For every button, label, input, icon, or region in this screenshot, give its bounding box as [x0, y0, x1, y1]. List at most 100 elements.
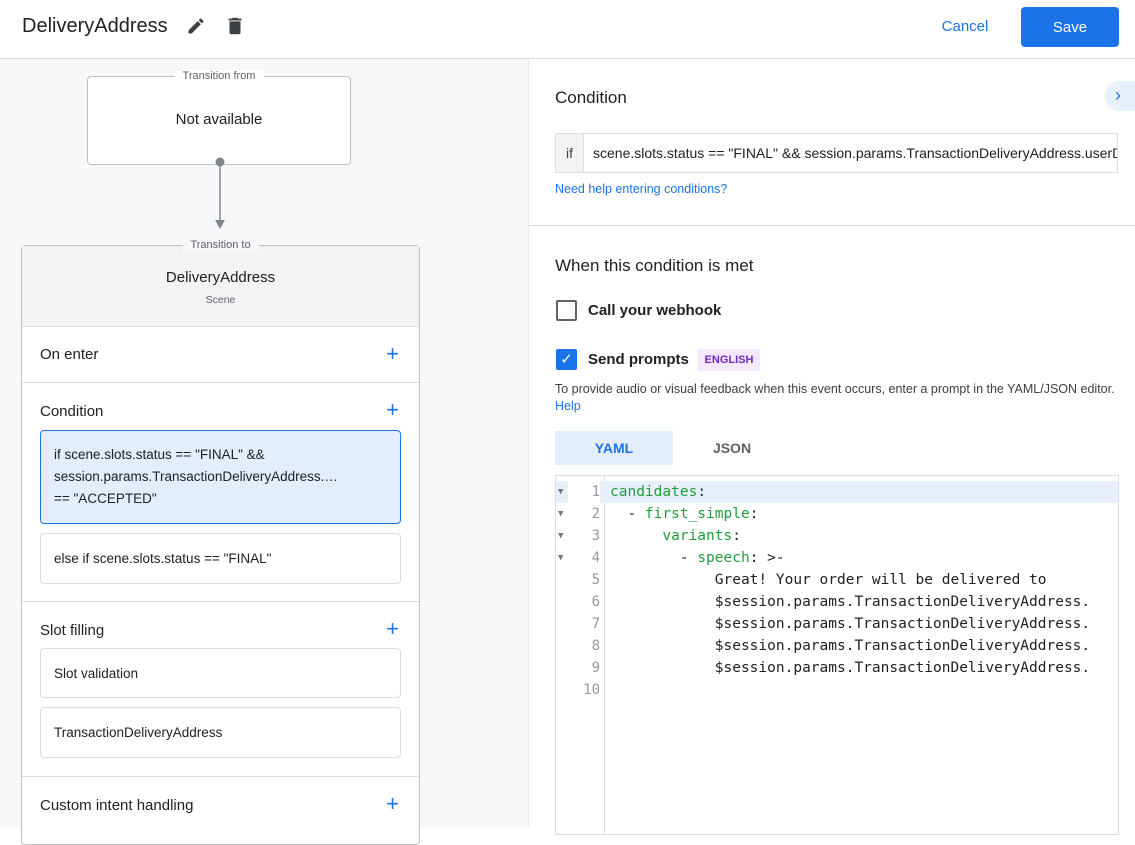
code-line[interactable]: 7 $session.params.TransactionDeliveryAdd… — [556, 613, 1118, 635]
tab-json[interactable]: JSON — [712, 440, 752, 456]
section-title: Custom intent handling — [40, 797, 194, 814]
help-conditions-link[interactable]: Need help entering conditions? — [555, 182, 728, 196]
language-badge: ENGLISH — [698, 349, 760, 371]
code-line[interactable]: 5 Great! Your order will be delivered to — [556, 569, 1118, 591]
yaml-key: speech — [697, 550, 750, 566]
code-line[interactable]: 9 $session.params.TransactionDeliveryAdd… — [556, 657, 1118, 679]
code-line[interactable]: ▼ 4 - speech: >- — [556, 547, 1118, 569]
code-text: - first_simple: — [610, 503, 758, 525]
code-indent — [610, 638, 715, 654]
line-number: 3 — [591, 528, 600, 544]
scene-type: Scene — [205, 294, 236, 306]
code-line[interactable]: 6 $session.params.TransactionDeliveryAdd… — [556, 591, 1118, 613]
divider — [529, 225, 1135, 226]
if-prefix: if — [556, 134, 584, 172]
cancel-button[interactable]: Cancel — [930, 7, 1000, 45]
code-line[interactable]: ▼ 3 variants: — [556, 525, 1118, 547]
condition-card-selected[interactable]: if scene.slots.status == "FINAL" && sess… — [40, 430, 401, 524]
code-rest: $session.params.TransactionDeliveryAddre… — [714, 660, 1091, 676]
add-intent-plus-icon[interactable]: + — [386, 791, 399, 816]
condition-text: if scene.slots.status == "FINAL" && sess… — [54, 447, 338, 506]
code-indent: - — [610, 506, 645, 522]
code-text: candidates: — [610, 481, 706, 503]
code-rest: Great! Your order will be delivered to — [714, 572, 1047, 588]
condition-input-value[interactable]: scene.slots.status == "FINAL" && session… — [593, 145, 1117, 161]
code-rest: $session.params.TransactionDeliveryAddre… — [714, 594, 1091, 610]
transition-to-label: Transition to — [182, 239, 259, 251]
code-line[interactable]: 10 — [556, 679, 1118, 701]
delete-trash-icon[interactable] — [224, 14, 246, 38]
condition-met-title: When this condition is met — [555, 256, 754, 275]
description-text: To provide audio or visual feedback when… — [555, 382, 1115, 396]
code-rest: $session.params.TransactionDeliveryAddre… — [714, 616, 1091, 632]
line-number: 9 — [591, 660, 600, 676]
section-title: Slot filling — [40, 622, 105, 639]
tab-yaml[interactable]: YAML — [555, 431, 673, 465]
slot-card[interactable]: TransactionDeliveryAddress — [40, 707, 401, 758]
transition-from-value: Not available — [175, 111, 263, 128]
slot-text: TransactionDeliveryAddress — [54, 725, 223, 740]
transition-to-box: Transition to DeliveryAddress Scene On e… — [21, 239, 420, 845]
fold-arrow-icon[interactable]: ▼ — [558, 531, 564, 541]
code-line[interactable]: 8 $session.params.TransactionDeliveryAdd… — [556, 635, 1118, 657]
send-prompts-checkbox[interactable]: ✓ — [556, 349, 577, 370]
yaml-key: first_simple — [644, 506, 750, 522]
condition-title: Condition — [555, 88, 627, 107]
collapse-panel-chevron-icon[interactable]: › — [1105, 81, 1135, 111]
line-number: 5 — [591, 572, 600, 588]
line-number: 6 — [591, 594, 600, 610]
line-number: 4 — [591, 550, 600, 566]
code-text: - speech: >- — [610, 547, 785, 569]
add-condition-plus-icon[interactable]: + — [386, 397, 399, 422]
section-slot-filling: Slot filling + Slot validation Transacti… — [22, 602, 419, 777]
page-title: DeliveryAddress — [22, 15, 168, 37]
prompt-description: To provide audio or visual feedback when… — [555, 381, 1115, 415]
transition-arrow — [215, 157, 225, 229]
fold-arrow-icon[interactable]: ▼ — [558, 487, 564, 497]
code-rest: : — [732, 528, 741, 544]
slot-validation-card[interactable]: Slot validation — [40, 648, 401, 698]
code-indent — [610, 594, 715, 610]
condition-text: else if scene.slots.status == "FINAL" — [54, 551, 272, 566]
code-rest: : — [697, 484, 707, 500]
line-number: 1 — [568, 481, 600, 503]
code-line[interactable]: ▼ 1 candidates: — [556, 481, 1118, 503]
code-text: $session.params.TransactionDeliveryAddre… — [610, 635, 1090, 657]
code-indent — [610, 572, 715, 588]
edit-pencil-icon[interactable] — [186, 16, 206, 36]
code-line[interactable]: ▼2 - first_simple: — [556, 503, 1118, 525]
section-title: Condition — [40, 403, 104, 420]
condition-card[interactable]: else if scene.slots.status == "FINAL" — [40, 533, 401, 584]
code-text: $session.params.TransactionDeliveryAddre… — [610, 591, 1090, 613]
condition-panel: Condition › if scene.slots.status == "FI… — [529, 59, 1135, 835]
webhook-label: Call your webhook — [588, 302, 722, 319]
code-indent — [610, 660, 715, 676]
save-button[interactable]: Save — [1021, 7, 1119, 47]
condition-input[interactable]: if scene.slots.status == "FINAL" && sess… — [555, 133, 1118, 173]
slot-text: Slot validation — [54, 665, 139, 681]
line-number: 7 — [591, 616, 600, 632]
fold-arrow-icon[interactable]: ▼ — [558, 509, 564, 519]
transition-from-label: Transition from — [174, 70, 264, 82]
line-number: 10 — [583, 682, 600, 698]
transition-from-box: Transition from Not available — [87, 70, 351, 165]
code-text: variants: — [610, 525, 741, 547]
webhook-checkbox[interactable] — [556, 300, 577, 321]
code-text: Great! Your order will be delivered to — [610, 569, 1047, 591]
flow-canvas: Transition from Not available Transition… — [0, 59, 529, 845]
code-rest: : >- — [749, 550, 785, 566]
line-number: 8 — [591, 638, 600, 654]
code-indent — [610, 616, 715, 632]
code-rest: $session.params.TransactionDeliveryAddre… — [714, 638, 1091, 654]
help-link[interactable]: Help — [555, 399, 581, 413]
section-on-enter: On enter + — [22, 327, 419, 383]
add-on-enter-plus-icon[interactable]: + — [386, 341, 399, 366]
code-text: $session.params.TransactionDeliveryAddre… — [610, 613, 1090, 635]
section-custom-intent: Custom intent handling + — [22, 777, 419, 837]
fold-arrow-icon[interactable]: ▼ — [558, 553, 564, 563]
yaml-key: variants — [662, 528, 733, 544]
scene-header[interactable]: Transition to DeliveryAddress Scene — [22, 239, 419, 327]
section-condition: Condition + if scene.slots.status == "FI… — [22, 383, 419, 602]
add-slot-plus-icon[interactable]: + — [386, 616, 399, 641]
